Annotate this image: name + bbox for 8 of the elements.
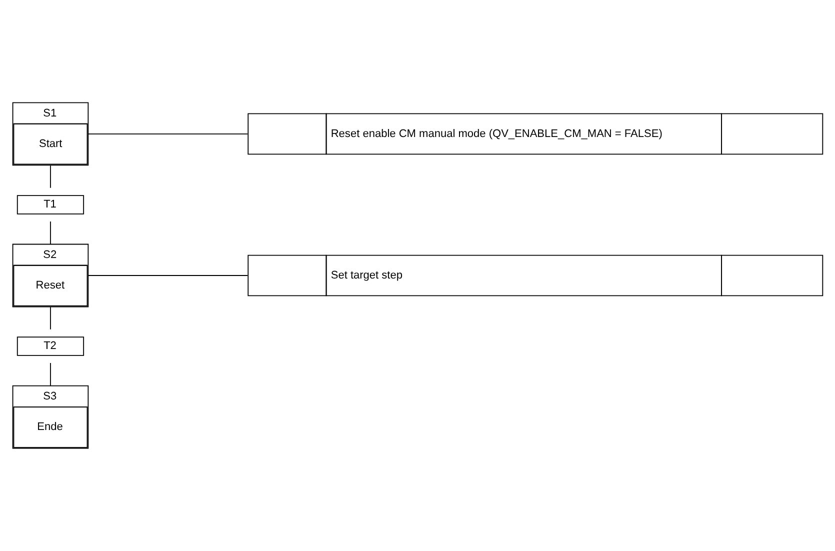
- connector: [50, 362, 51, 386]
- connector: [50, 165, 51, 188]
- connector: [50, 306, 51, 330]
- connector: [50, 221, 51, 245]
- connector: [88, 133, 248, 134]
- node-box: T2: [16, 336, 84, 356]
- node-box: T1: [16, 195, 84, 214]
- connector: [88, 275, 248, 276]
